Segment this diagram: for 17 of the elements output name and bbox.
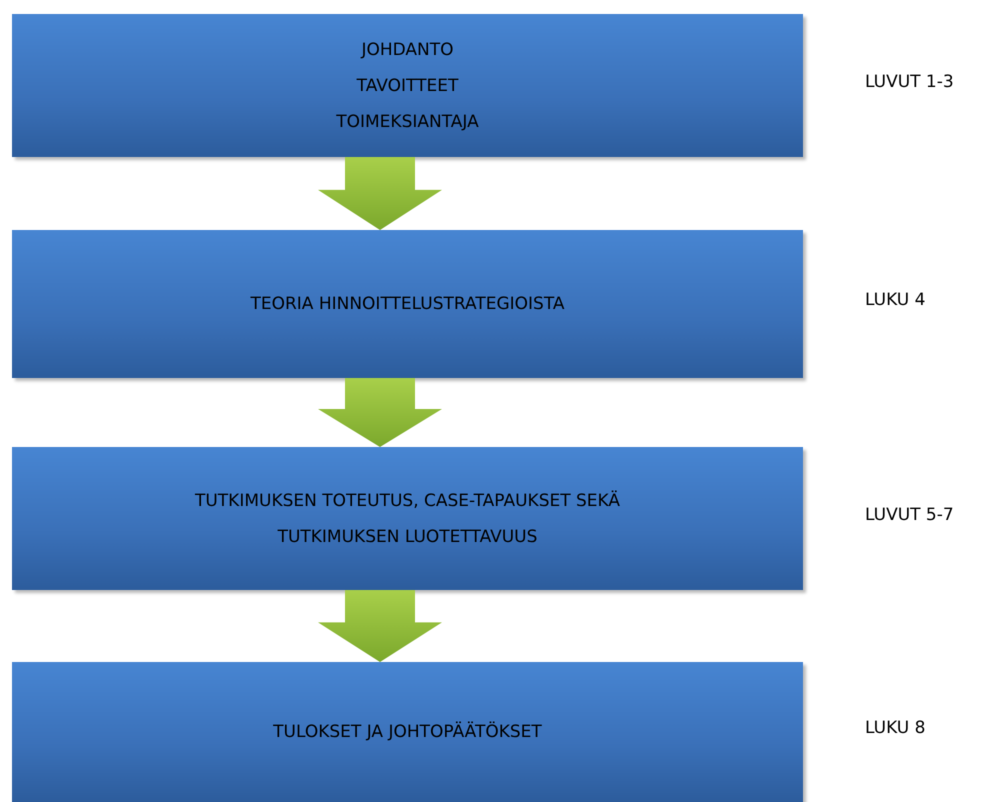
box-text: TULOKSET JA JOHTOPÄÄTÖKSET (273, 720, 542, 744)
chapter-label: LUKU 4 (865, 290, 926, 310)
process-box (12, 662, 803, 802)
process-box (12, 447, 803, 590)
process-box (12, 14, 803, 157)
block-arrow (318, 590, 442, 662)
block-arrow (318, 378, 442, 447)
box-text: TEORIA HINNOITTELUSTRATEGIOISTA (250, 293, 565, 316)
box-text: JOHDANTO (361, 38, 454, 62)
chapter-label: LUVUT 1-3 (865, 72, 954, 92)
block-arrow (318, 157, 442, 230)
box-text: TUTKIMUKSEN TOTEUTUS, CASE-TAPAUKSET SEKÄ TUTKIMUKSEN LUOTETTAVUUS (194, 490, 622, 548)
chapter-label: LUKU 8 (865, 718, 926, 738)
chapter-label: LUVUT 5-7 (865, 505, 954, 525)
process-box (12, 230, 803, 378)
box-text: TOIMEKSIANTAJA (336, 110, 479, 134)
box-text: TAVOITTEET (356, 74, 458, 98)
